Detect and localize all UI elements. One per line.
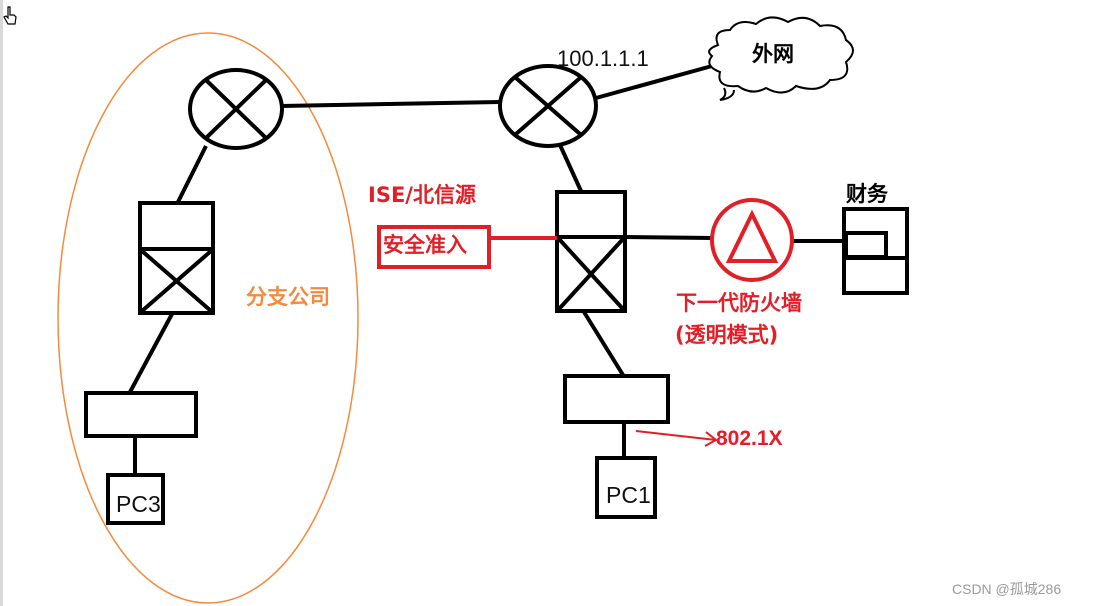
- pc3-box: [106, 473, 165, 525]
- finance-label: 财务: [846, 182, 888, 206]
- window-left-edge: [0, 0, 3, 606]
- links: [128, 64, 846, 475]
- link-main-switch-device: [582, 310, 625, 377]
- auth-arrow-icon: [635, 430, 718, 447]
- link-branch-router-switch: [176, 145, 208, 203]
- link-router-internet: [595, 64, 713, 100]
- firewall-icon: [710, 198, 794, 282]
- network-access-box: [377, 225, 491, 269]
- network-access-label: 安全准入: [383, 233, 467, 257]
- watermark-label: CSDN @孤城286: [952, 581, 1062, 597]
- internet-label: 外网: [752, 42, 794, 66]
- link-main-router-switch: [558, 144, 583, 192]
- firewall-mode-label: (透明模式): [675, 323, 779, 347]
- main-access-device: [563, 374, 670, 424]
- branch-office-label: 分支公司: [246, 285, 330, 309]
- cloud-icon: [708, 16, 854, 101]
- hand-pointer-icon: [3, 6, 17, 25]
- firewall-label: 下一代防火墙: [676, 291, 802, 315]
- pc3-label: PC3: [116, 491, 161, 517]
- link-switch-firewall: [623, 235, 714, 240]
- branch-office-boundary: [57, 32, 359, 604]
- branch-switch-icon: [138, 201, 215, 315]
- finance-server-icon: [842, 207, 909, 295]
- main-router-icon: [498, 64, 598, 148]
- branch-access-device: [84, 391, 198, 438]
- pc1-label: PC1: [606, 482, 651, 508]
- main-switch-icon: [555, 190, 627, 313]
- auth-protocol-label: 802.1X: [716, 427, 783, 450]
- branch-router-icon: [188, 68, 284, 150]
- ise-vendor-label: ISE/北信源: [368, 183, 476, 207]
- pc1-box: [595, 456, 657, 519]
- link-router-router: [280, 100, 501, 108]
- router-ip-label: 100.1.1.1: [557, 46, 649, 71]
- link-branch-switch-device: [128, 313, 174, 393]
